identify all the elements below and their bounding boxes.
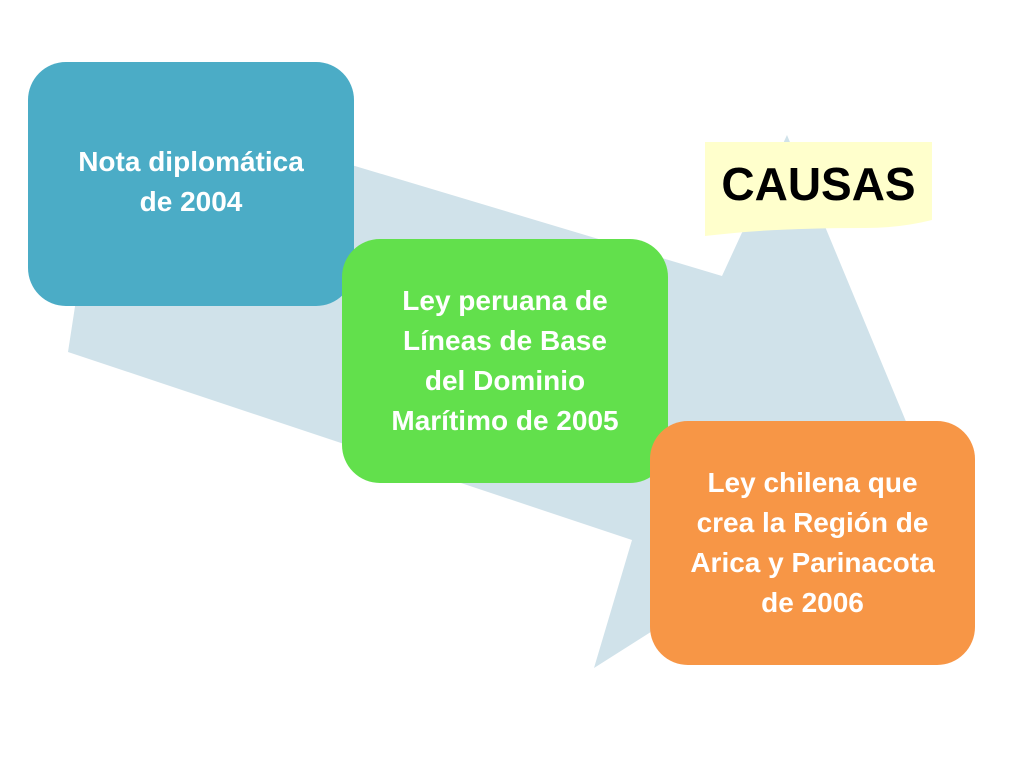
causes-title: CAUSAS bbox=[721, 158, 916, 210]
causes-callout: CAUSAS bbox=[705, 142, 932, 236]
cause-label-chilean-law: Ley chilena que crea la Región de Arica … bbox=[690, 467, 935, 618]
cause-label-peruvian-law: Ley peruana de Líneas de Base del Domini… bbox=[391, 285, 619, 436]
callout-shape bbox=[705, 142, 932, 236]
cause-box-diplomatic-note: Nota diplomática de 2004 bbox=[28, 62, 354, 306]
cause-box-chilean-law: Ley chilena que crea la Región de Arica … bbox=[650, 421, 975, 665]
cause-label-diplomatic-note: Nota diplomática de 2004 bbox=[78, 146, 304, 217]
cause-box-peruvian-law: Ley peruana de Líneas de Base del Domini… bbox=[342, 239, 668, 483]
